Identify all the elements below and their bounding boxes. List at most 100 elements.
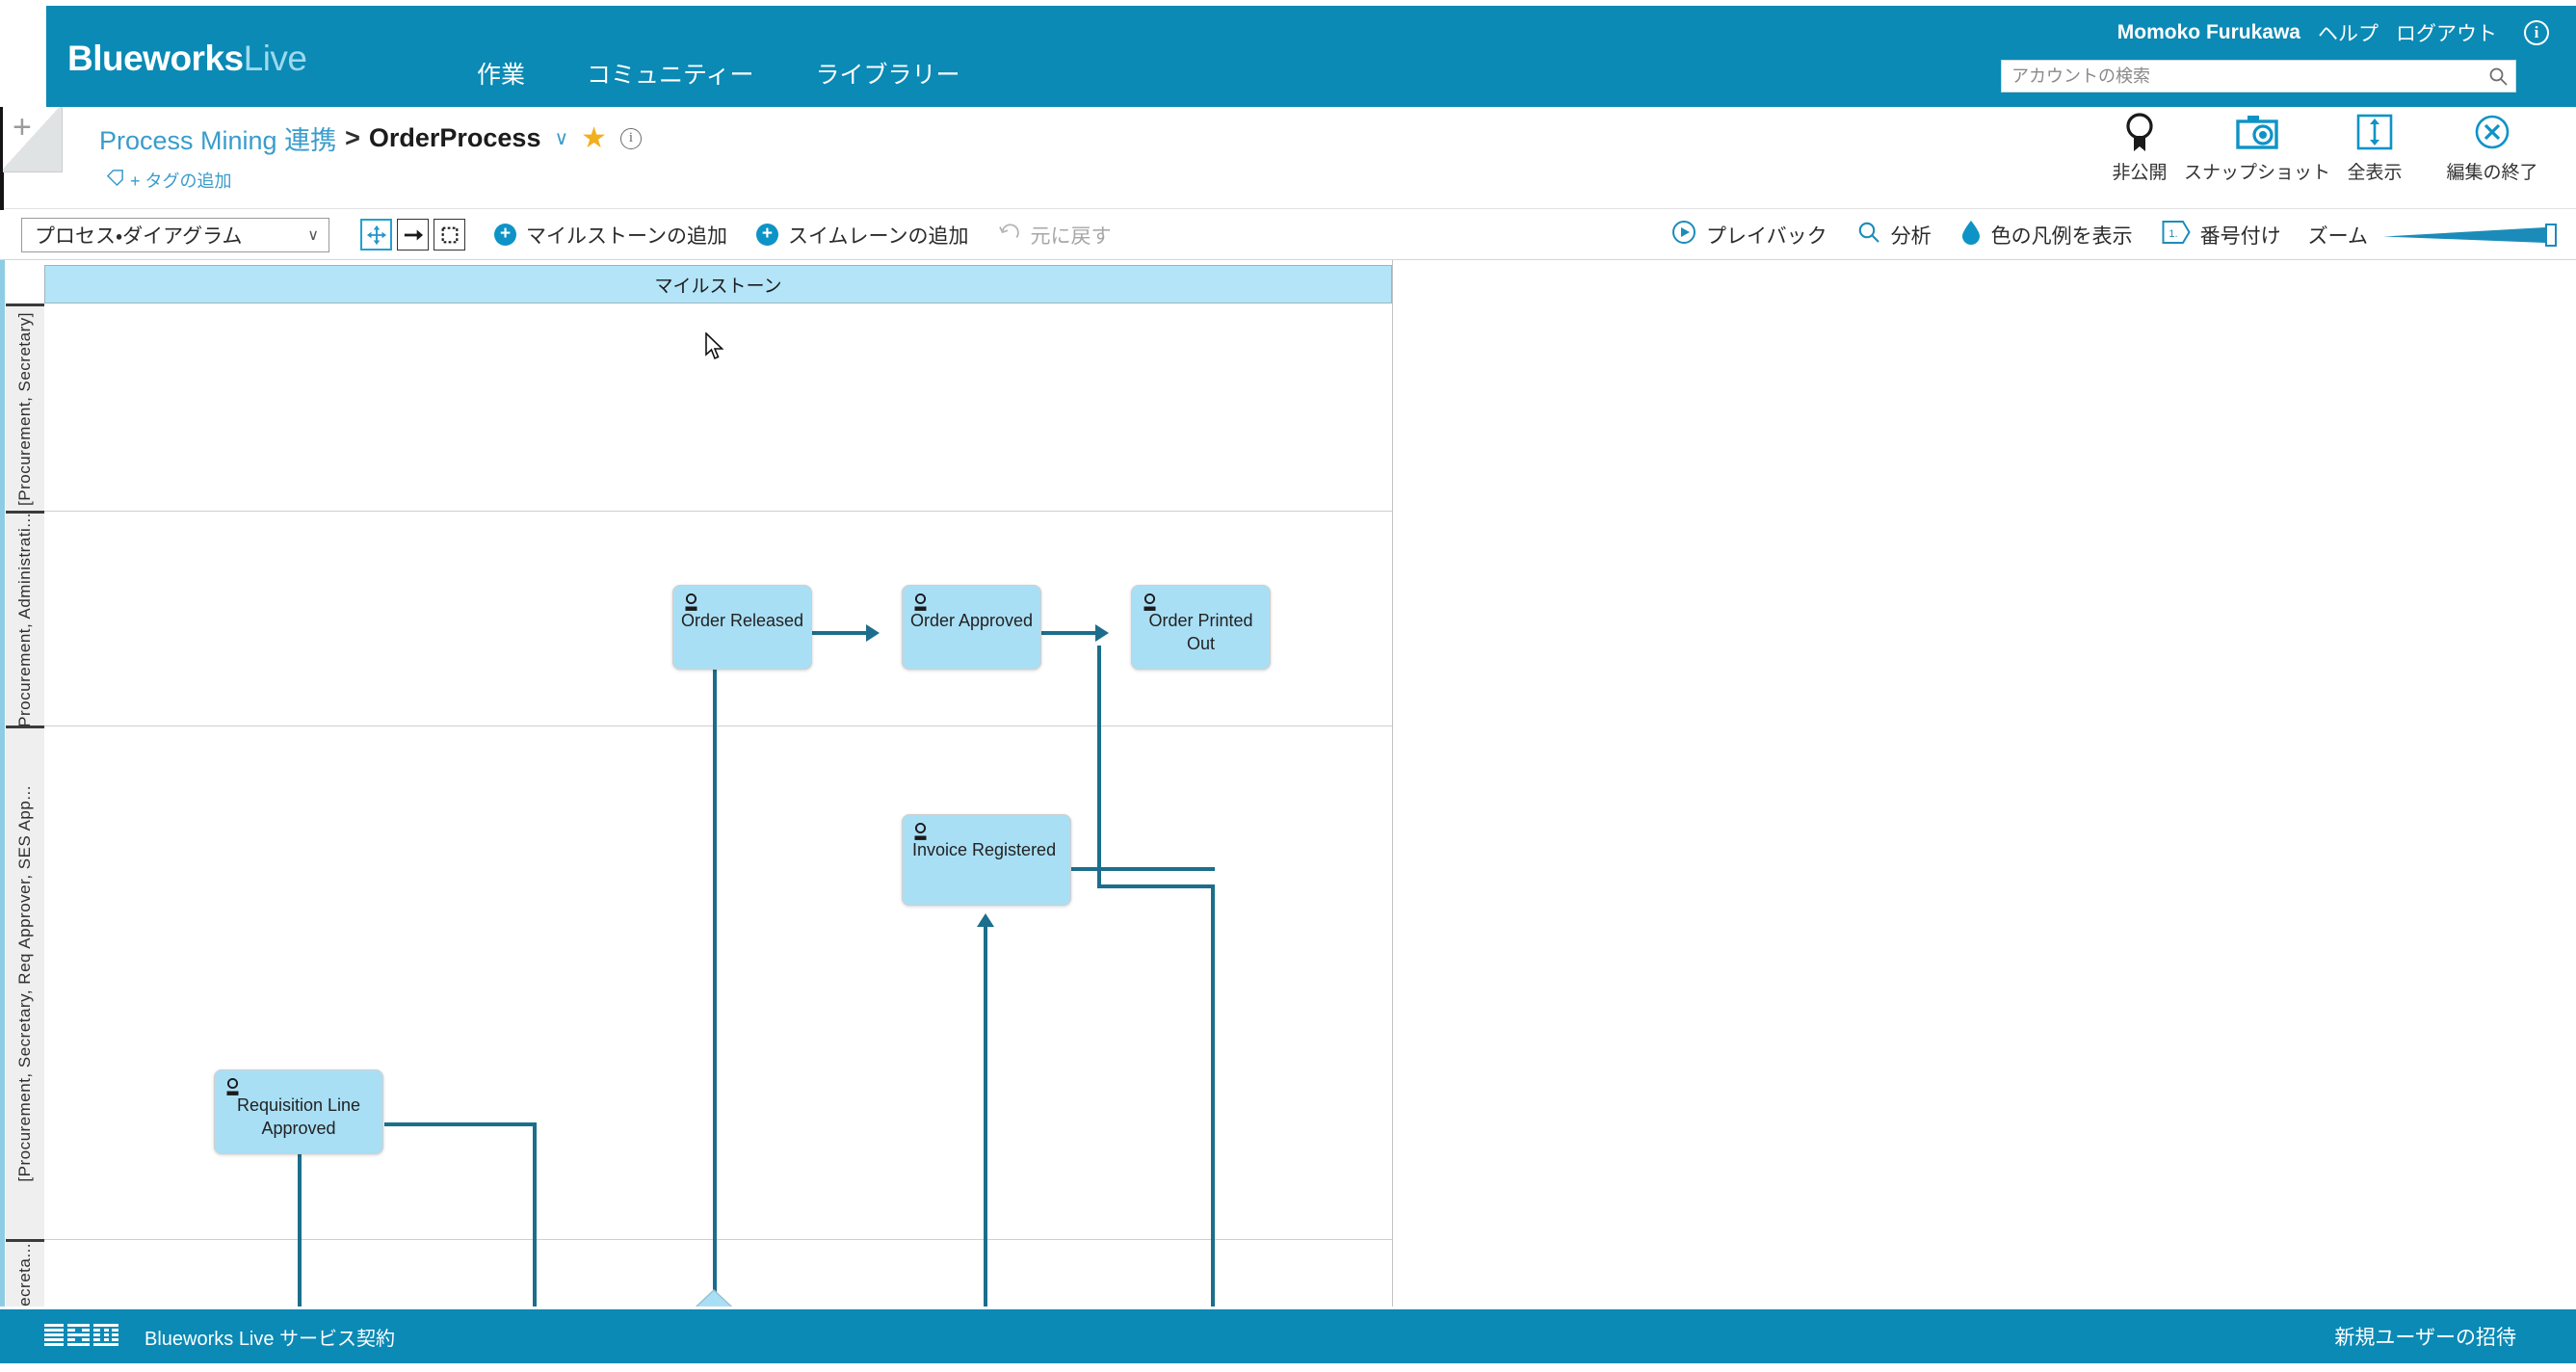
private-button[interactable]: 非公開 bbox=[2081, 110, 2198, 184]
end-edit-button[interactable]: 編集の終了 bbox=[2433, 110, 2551, 184]
connector-printed-down bbox=[1211, 884, 1215, 1306]
lane-label-procurement-administration[interactable]: Procurement, Administrati... bbox=[6, 511, 44, 726]
favorite-star-icon[interactable]: ★ bbox=[581, 122, 608, 154]
zoom-slider-handle[interactable] bbox=[2545, 224, 2557, 247]
plus-circle-icon: + bbox=[755, 224, 778, 246]
lane-divider bbox=[44, 511, 1392, 512]
add-milestone-button[interactable]: + マイルストーンの追加 bbox=[494, 221, 727, 250]
activity-requisition-line-approved[interactable]: Requisition Line Approved bbox=[214, 1069, 383, 1154]
activity-label: Order Printed Out bbox=[1148, 611, 1253, 654]
zoom-wedge-track bbox=[2383, 227, 2545, 243]
diagram-toolbar: プロセス・ダイアグラム ∨ + マイルストーンの追加 bbox=[0, 210, 2576, 260]
connector-invoice-to-right bbox=[1065, 867, 1215, 871]
chevron-down-icon[interactable]: ∨ bbox=[554, 128, 569, 149]
undo-label: 元に戻す bbox=[1030, 224, 1112, 248]
numbering-badge-icon: 1. bbox=[2162, 220, 2191, 251]
activity-order-printed-out[interactable]: Order Printed Out bbox=[1131, 585, 1271, 670]
plus-icon: + bbox=[13, 109, 32, 145]
logout-link[interactable]: ログアウト bbox=[2396, 23, 2497, 45]
logo-main-text: Blueworks bbox=[67, 39, 244, 78]
milestone-header[interactable]: マイルストーン bbox=[44, 265, 1392, 303]
connector-reqline-elbow-horizontal bbox=[384, 1122, 537, 1126]
toolbar-right-group: プレイバック 分析 色の凡例を表示 bbox=[1643, 210, 2563, 260]
service-agreement-link[interactable]: Blueworks Live サービス契約 bbox=[145, 1328, 396, 1350]
nav-community[interactable]: コミュニティー bbox=[587, 62, 754, 89]
view-type-value: プロセス・ダイアグラム bbox=[35, 224, 243, 248]
nav-library[interactable]: ライブラリー bbox=[815, 62, 960, 89]
close-circle-icon bbox=[2473, 110, 2511, 154]
lane-header-spacer bbox=[6, 260, 44, 306]
color-legend-button[interactable]: 色の凡例を表示 bbox=[1960, 220, 2133, 251]
lane-label-procurement-secretary[interactable]: [Procurement, Secretary] bbox=[6, 306, 44, 511]
zoom-slider[interactable] bbox=[2383, 223, 2557, 248]
analyze-button[interactable]: 分析 bbox=[1856, 220, 1932, 251]
activity-order-approved[interactable]: Order Approved bbox=[902, 585, 1041, 670]
document-title-bar bbox=[0, 107, 2576, 209]
playback-button[interactable]: プレイバック bbox=[1671, 220, 1827, 251]
show-all-button[interactable]: 全表示 bbox=[2316, 110, 2433, 184]
user-name-label: Momoko Furukawa bbox=[2116, 21, 2300, 43]
activity-label: Requisition Line Approved bbox=[236, 1095, 361, 1139]
left-panel-expand-tab[interactable]: + bbox=[3, 107, 63, 172]
footer-bottom-strip bbox=[0, 1363, 2576, 1372]
lane-label-text: Procurement, Administrati... bbox=[15, 512, 34, 726]
top-header-bar: BlueworksLive 作業 コミュニティー ライブラリー Momoko F… bbox=[0, 6, 2576, 107]
footer-bar: Blueworks Live サービス契約 新規ユーザーの招待 bbox=[0, 1309, 2576, 1363]
zoom-label: ズーム bbox=[2307, 225, 2368, 248]
search-input[interactable] bbox=[2002, 61, 2481, 92]
snapshot-button[interactable]: スナップショット bbox=[2184, 110, 2330, 184]
connector-reqline-elbow-vertical bbox=[533, 1122, 537, 1306]
account-search-box[interactable] bbox=[2001, 60, 2516, 92]
activity-order-released[interactable]: Order Released bbox=[672, 585, 812, 670]
add-swimlane-label: スイムレーンの追加 bbox=[787, 224, 969, 248]
arrowhead-icon bbox=[1095, 624, 1109, 642]
info-icon[interactable]: i bbox=[2524, 20, 2549, 45]
person-icon bbox=[224, 1077, 241, 1102]
blueworks-live-logo[interactable]: BlueworksLive bbox=[67, 39, 307, 79]
person-icon bbox=[683, 593, 699, 618]
camera-icon bbox=[2236, 110, 2278, 154]
invite-user-link[interactable]: 新規ユーザーの招待 bbox=[2334, 1327, 2516, 1349]
connector-vertical-to-reqline bbox=[298, 1151, 302, 1306]
page-title: OrderProcess bbox=[368, 123, 541, 152]
add-swimlane-button[interactable]: + スイムレーンの追加 bbox=[755, 221, 969, 250]
numbering-button[interactable]: 1. 番号付け bbox=[2162, 220, 2281, 251]
show-all-label: 全表示 bbox=[2347, 163, 2403, 183]
nav-work[interactable]: 作業 bbox=[477, 62, 526, 89]
play-circle-icon bbox=[1671, 220, 1696, 251]
gateway-diamond[interactable] bbox=[683, 1291, 745, 1306]
help-link[interactable]: ヘルプ bbox=[2318, 23, 2379, 45]
add-milestone-label: マイルストーンの追加 bbox=[526, 224, 727, 248]
marquee-select-tool-button[interactable] bbox=[434, 219, 465, 251]
search-icon[interactable] bbox=[2481, 65, 2515, 88]
view-type-select[interactable]: プロセス・ダイアグラム ∨ bbox=[21, 217, 329, 252]
add-tag-button[interactable]: + タグの追加 bbox=[106, 168, 232, 193]
connector-vertical-to-invoice bbox=[984, 925, 987, 1306]
milestone-header-label: マイルストーン bbox=[654, 276, 782, 297]
activity-label: Order Released bbox=[680, 611, 804, 630]
private-label: 非公開 bbox=[2112, 163, 2168, 183]
undo-button: 元に戻す bbox=[997, 221, 1111, 250]
plus-circle-icon: + bbox=[494, 224, 516, 246]
activity-invoice-registered[interactable]: Invoice Registered bbox=[902, 814, 1071, 906]
lane-label-secretary-partial[interactable]: ecreta... bbox=[6, 1239, 44, 1306]
logo-accent-text: Live bbox=[243, 39, 307, 78]
lane-label-text: [Procurement, Secretary] bbox=[15, 311, 34, 506]
breadcrumb: Process Mining 連携 > OrderProcess ∨ ★ i bbox=[99, 119, 643, 157]
process-diagram-area[interactable]: マイルストーン bbox=[44, 260, 1393, 1306]
playback-label: プレイバック bbox=[1706, 225, 1827, 248]
snapshot-label: スナップショット bbox=[2184, 163, 2331, 183]
process-info-icon[interactable]: i bbox=[620, 127, 643, 149]
tool-button-group bbox=[360, 219, 465, 251]
breadcrumb-parent-link[interactable]: Process Mining 連携 bbox=[99, 126, 337, 155]
lane-label-procurement-secretary-req-approver[interactable]: [Procurement, Secretary, Req Approver, S… bbox=[6, 726, 44, 1239]
numbering-label: 番号付け bbox=[2199, 225, 2281, 248]
pan-tool-button[interactable] bbox=[360, 219, 392, 251]
connect-tool-button[interactable] bbox=[397, 219, 429, 251]
connector-approved-to-printed bbox=[1041, 631, 1095, 635]
arrowhead-icon bbox=[866, 624, 880, 642]
add-tag-label: + タグの追加 bbox=[130, 172, 232, 191]
connector-vertical-to-released bbox=[713, 665, 717, 1306]
diagram-canvas[interactable]: [Procurement, Secretary] Procurement, Ad… bbox=[0, 260, 2576, 1306]
